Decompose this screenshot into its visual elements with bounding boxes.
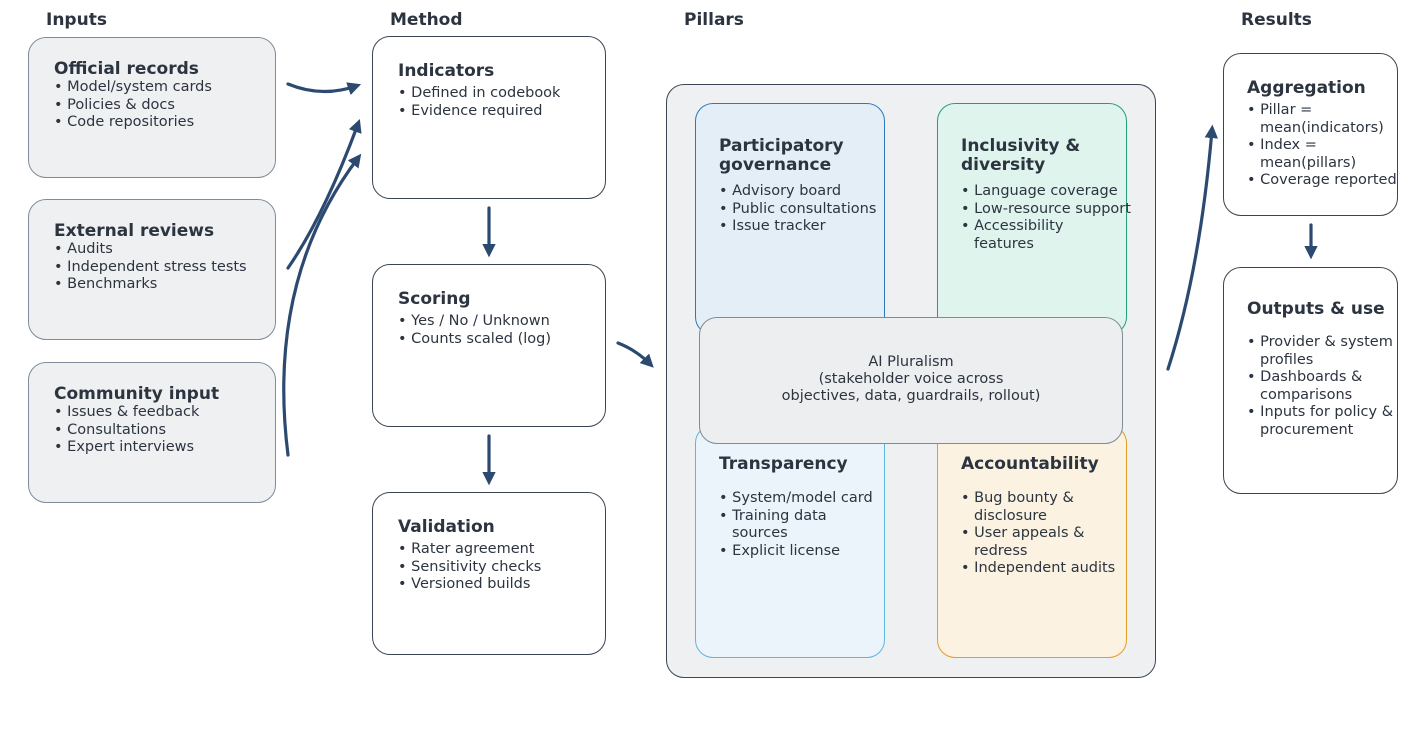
input-title: Community input [54, 384, 220, 404]
list-item: Bug bounty & disclosure [961, 490, 1092, 525]
list-item: Policies & docs [54, 97, 212, 115]
pillar-inclusivity-diversity: Inclusivity & diversity Language coverag… [937, 103, 1131, 335]
result-box-aggregation: Aggregation Pillar = mean(indicators) In… [1223, 53, 1398, 216]
arrow-scoring-to-pillars [616, 341, 654, 368]
results-header: Results [1241, 10, 1312, 30]
list-item: Low-resource support [961, 201, 1131, 219]
result-box-outputs-use: Outputs & use Provider & system profiles… [1223, 267, 1398, 494]
list-item: Dashboards & comparisons [1247, 369, 1397, 404]
input-title: External reviews [54, 221, 215, 241]
list-item: Expert interviews [54, 439, 199, 457]
list-item: Training data sources [719, 508, 852, 543]
method-header: Method [390, 10, 463, 30]
method-title: Indicators [398, 61, 495, 81]
pillar-title: Accountability [961, 454, 1099, 474]
list-item: Sensitivity checks [398, 559, 541, 577]
list-item: Code repositories [54, 114, 212, 132]
list-item: Benchmarks [54, 276, 247, 294]
list-item: Defined in codebook [398, 85, 560, 103]
list-item: Versioned builds [398, 576, 541, 594]
arrow-external-to-indicators [286, 118, 362, 270]
input-box-community-input: Community input Issues & feedback Consul… [28, 362, 276, 503]
pillar-participatory-governance: Participatory governance Advisory board … [695, 103, 885, 335]
list-item: Issues & feedback [54, 404, 199, 422]
input-box-official-records: Official records Model/system cards Poli… [28, 37, 276, 178]
list-item: Advisory board [719, 183, 876, 201]
arrow-official-to-indicators [286, 82, 362, 96]
ai-pluralism-center: AI Pluralism (stakeholder voice across o… [699, 317, 1123, 444]
pillar-title: Inclusivity & diversity [961, 136, 1081, 175]
method-box-validation: Validation Rater agreement Sensitivity c… [372, 492, 606, 655]
list-item: System/model card [719, 490, 872, 508]
list-item: Pillar = mean(indicators) [1247, 102, 1397, 137]
center-line: AI Pluralism [868, 354, 954, 370]
list-item: Evidence required [398, 103, 560, 121]
list-item: Model/system cards [54, 79, 212, 97]
list-item: Audits [54, 241, 247, 259]
list-item: Rater agreement [398, 541, 541, 559]
arrow-community-to-indicators [282, 153, 362, 457]
pillar-accountability: Accountability Bug bounty & disclosure U… [937, 425, 1127, 658]
pillar-transparency: Transparency System/model card Training … [695, 425, 885, 658]
list-item: Public consultations [719, 201, 876, 219]
pillar-title: Participatory governance [719, 136, 844, 175]
result-title: Aggregation [1247, 78, 1366, 98]
list-item: Independent stress tests [54, 259, 246, 277]
list-item: Independent audits [961, 560, 1115, 578]
result-title: Outputs & use [1247, 299, 1385, 319]
method-box-indicators: Indicators Defined in codebook Evidence … [372, 36, 606, 199]
center-line: objectives, data, guardrails, rollout) [781, 388, 1041, 404]
method-box-scoring: Scoring Yes / No / Unknown Counts scaled… [372, 264, 606, 427]
list-item: User appeals & redress [961, 525, 1104, 560]
list-item: Consultations [54, 422, 199, 440]
arrow-pillars-to-aggregation [1166, 124, 1219, 371]
method-title: Scoring [398, 289, 471, 309]
method-title: Validation [398, 517, 495, 537]
list-item: Index = mean(pillars) [1247, 137, 1397, 172]
list-item: Language coverage [961, 183, 1131, 201]
list-item: Counts scaled (log) [398, 331, 551, 349]
list-item: Coverage reported [1247, 172, 1397, 190]
pillars-header: Pillars [684, 10, 744, 30]
list-item: Explicit license [719, 543, 873, 561]
pillar-title: Transparency [719, 454, 848, 474]
list-item: Inputs for policy & procurement [1247, 404, 1397, 439]
input-box-external-reviews: External reviews Audits Independent stre… [28, 199, 276, 340]
list-item: Accessibility features [961, 218, 1089, 253]
list-item: Yes / No / Unknown [398, 313, 551, 331]
list-item: Provider & system profiles [1247, 334, 1397, 369]
center-line: (stakeholder voice across [818, 371, 1004, 387]
list-item: Issue tracker [719, 218, 876, 236]
inputs-header: Inputs [46, 10, 107, 30]
input-title: Official records [54, 59, 199, 79]
